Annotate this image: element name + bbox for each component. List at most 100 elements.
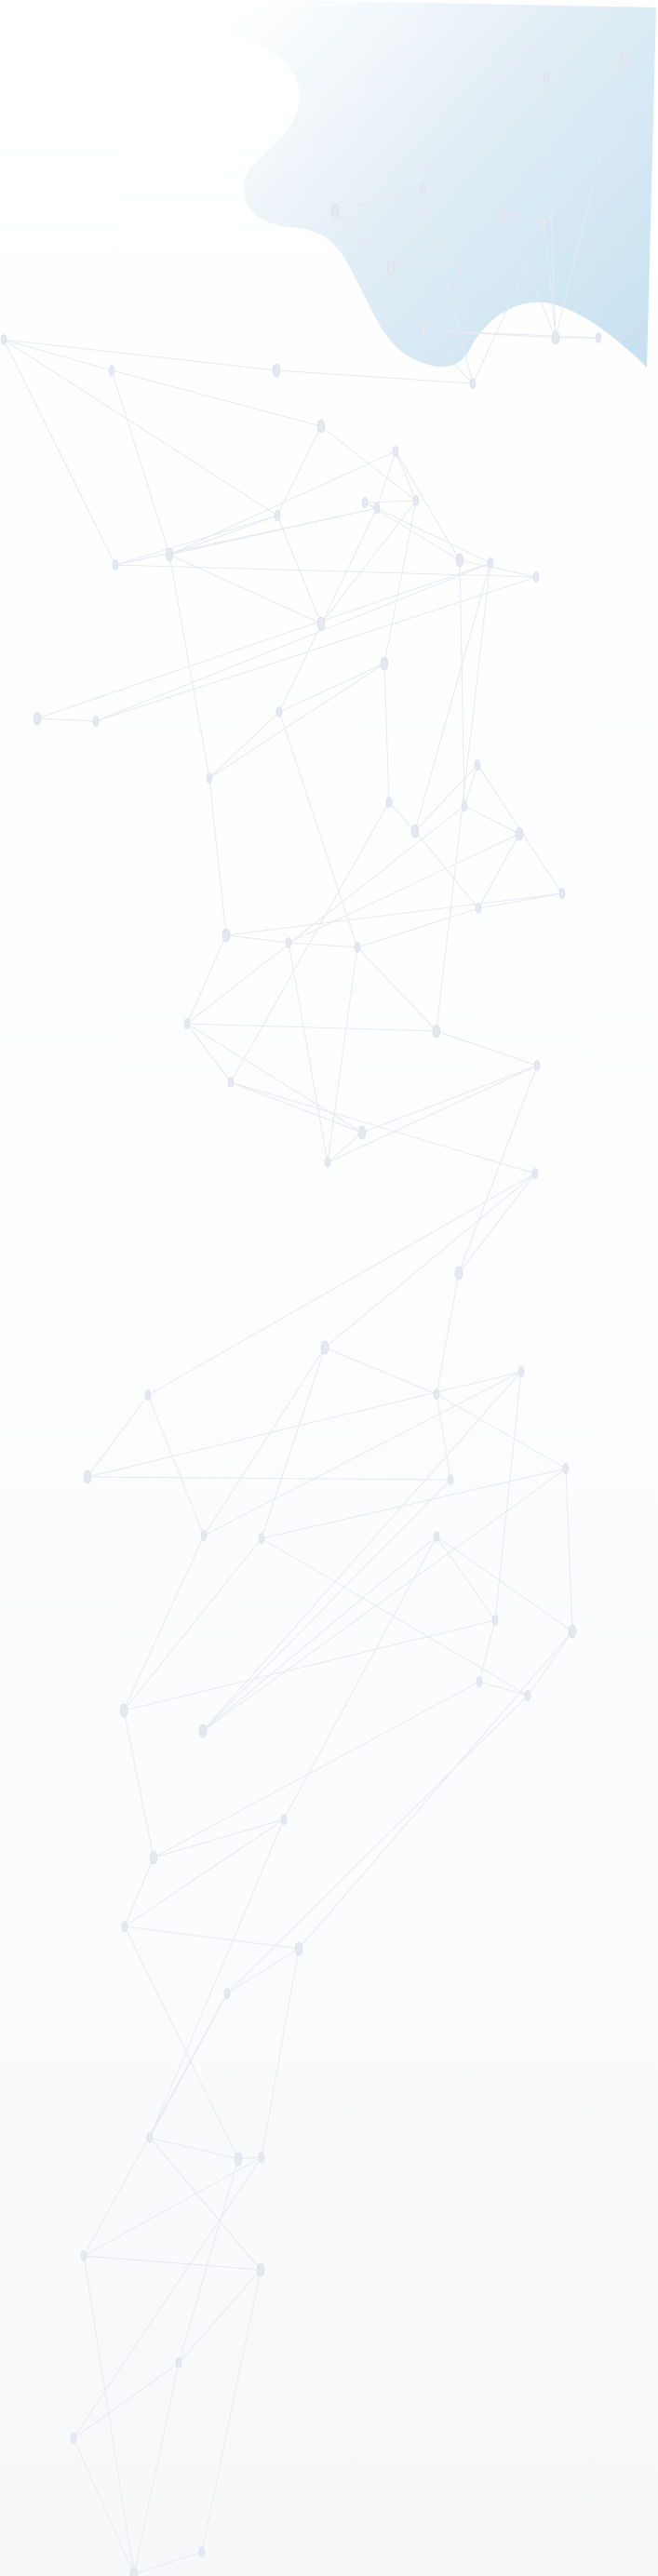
network-node (385, 797, 393, 808)
network-edge (203, 1371, 522, 1536)
network-edge (261, 1347, 326, 1539)
network-node (392, 446, 399, 457)
network-node (354, 942, 361, 953)
network-edge (390, 213, 505, 268)
network-edge (168, 507, 378, 556)
network-edge (202, 1479, 451, 1732)
network-node (285, 937, 292, 948)
network-edge (276, 515, 322, 624)
network-node (456, 262, 463, 273)
network-edge (124, 1857, 154, 1927)
network-node (316, 419, 326, 434)
network-edge (422, 266, 461, 331)
network-edge (422, 329, 557, 339)
network-edge (544, 222, 557, 339)
network-node (0, 334, 7, 345)
network-node (316, 616, 326, 631)
network-edge (225, 892, 563, 936)
network-edge (288, 833, 520, 944)
network-edge (383, 663, 390, 803)
network-edge (201, 2269, 262, 2553)
network-edge (422, 222, 545, 331)
network-edge (436, 562, 491, 1032)
network-node (119, 1703, 128, 1718)
network-edge (261, 1468, 567, 1539)
network-edge (124, 1818, 285, 1927)
network-edge (202, 1468, 567, 1732)
network-edge (504, 213, 557, 339)
network-edge (202, 1536, 437, 1732)
network-node (92, 716, 100, 727)
network-node (280, 1814, 288, 1825)
network-node (433, 1389, 440, 1400)
network-edge (111, 369, 322, 427)
network-node (272, 363, 281, 378)
network-node (558, 888, 566, 899)
network-node (532, 571, 540, 583)
network-edge (123, 1535, 205, 1711)
network-node (386, 260, 396, 275)
network-edge (87, 1371, 522, 1478)
network-node (108, 365, 115, 376)
network-edge (283, 1536, 437, 1820)
network-edge (95, 576, 537, 722)
network-edge (133, 2551, 203, 2575)
network-node (469, 378, 477, 389)
network-edge (261, 1537, 529, 1697)
network-node (330, 203, 340, 218)
network-edge (298, 1630, 573, 1950)
network-node (595, 332, 602, 343)
network-edge (149, 2137, 262, 2271)
network-node (447, 1474, 454, 1485)
network-edge (545, 77, 557, 339)
network-edge (208, 663, 385, 779)
network-edge (463, 764, 478, 807)
network-edge (226, 1695, 529, 1994)
network-edge (463, 805, 520, 835)
network-edge (458, 1173, 536, 1274)
network-edge (459, 559, 465, 807)
network-node (33, 711, 42, 726)
network-edge (73, 2156, 262, 2439)
network-edge (555, 57, 625, 339)
network-node (531, 1168, 539, 1179)
network-edge (436, 1030, 538, 1067)
network-node (491, 1615, 499, 1626)
network-edge (288, 942, 358, 948)
network-edge (477, 833, 520, 909)
network-edge (230, 801, 390, 1083)
network-node (543, 73, 550, 84)
network-node (412, 495, 420, 506)
network-edge (324, 1347, 437, 1395)
network-edge (436, 1536, 496, 1621)
network-edge (390, 187, 423, 268)
network-edge (327, 1132, 363, 1163)
network-edge (459, 559, 537, 578)
network-edge (124, 1925, 300, 1950)
network-node (83, 1469, 92, 1484)
network-edge (114, 564, 537, 578)
network-edge (356, 907, 479, 948)
network-edge (36, 718, 97, 722)
network-edge (83, 2255, 135, 2575)
network-edge (477, 892, 563, 909)
network-node (121, 1921, 128, 1932)
network-edge (383, 500, 417, 664)
network-edge (414, 830, 479, 909)
network-edge (288, 942, 329, 1163)
network-edge (364, 500, 417, 503)
network-edge (504, 77, 547, 215)
network-edge (153, 1681, 480, 1858)
network-edge (3, 339, 113, 371)
network-node (419, 182, 426, 194)
network-edge (178, 2158, 239, 2364)
network-edge (147, 1394, 205, 1536)
network-edge (208, 777, 227, 936)
network-node (432, 1024, 441, 1039)
network-edge (186, 805, 465, 1025)
network-edge (225, 934, 289, 944)
network-edge (472, 57, 625, 384)
network-edge (422, 329, 474, 384)
